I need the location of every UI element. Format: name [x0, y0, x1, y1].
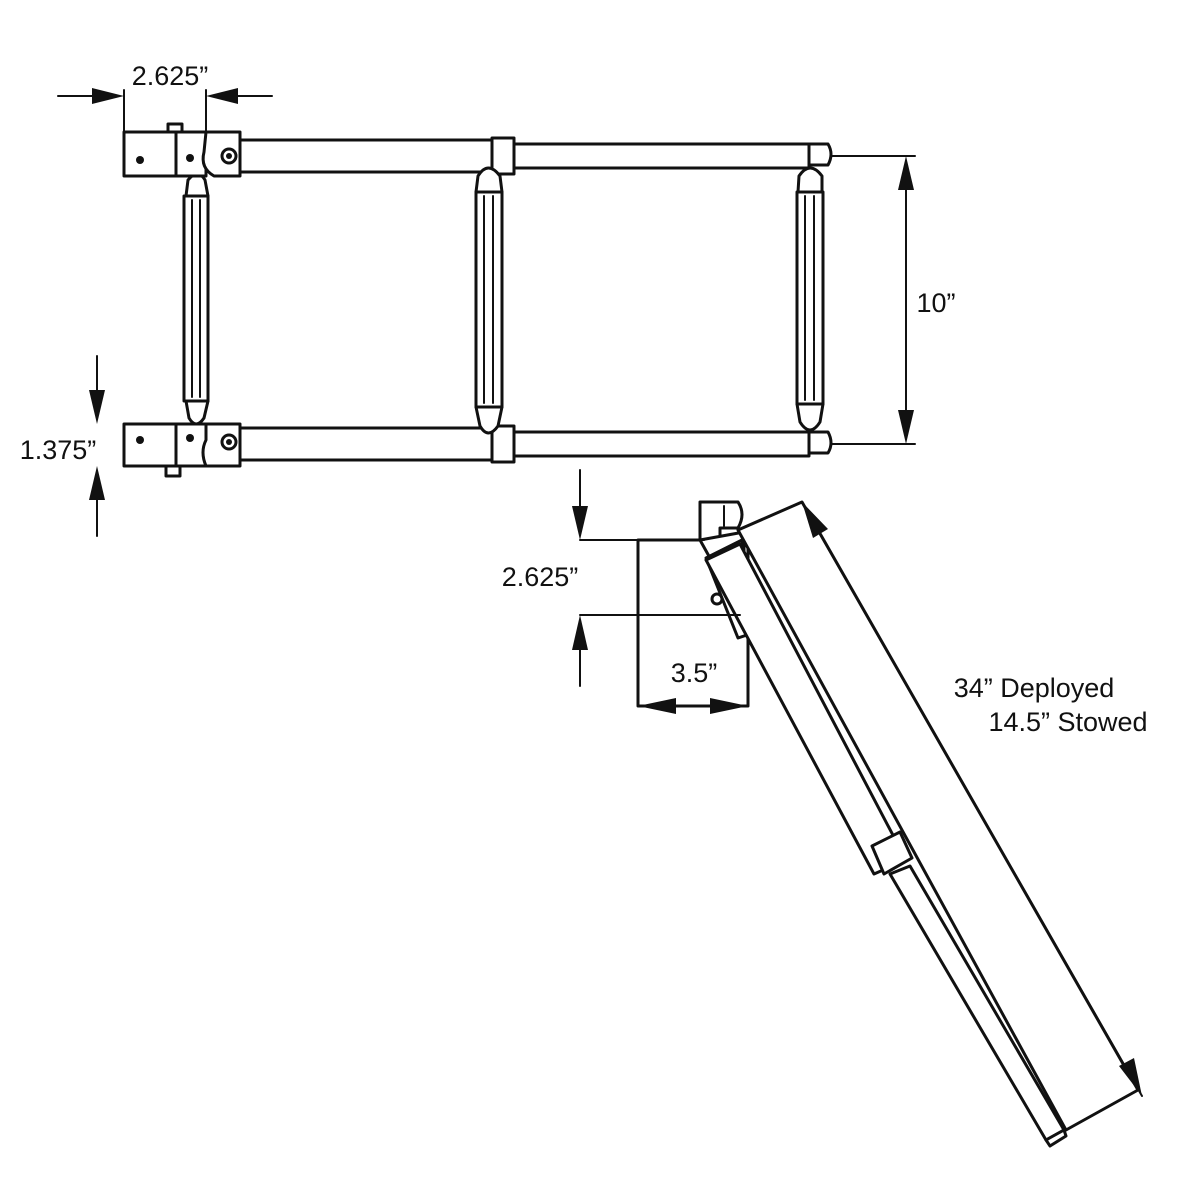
height-10-dimension	[831, 155, 916, 445]
side-depth-dimension	[637, 698, 749, 714]
top-rail	[238, 136, 833, 176]
side-mount-bracket	[636, 500, 750, 708]
top-width-dimension	[57, 88, 273, 133]
length-deployed-label: 34” Deployed	[954, 673, 1115, 703]
ladder-upper-section	[704, 500, 1140, 1132]
bottom-mount-bracket	[122, 422, 242, 478]
ladder-telescoping-tube	[704, 542, 1068, 1148]
side-depth-label: 3.5”	[671, 658, 718, 688]
height-10-label: 10”	[916, 288, 955, 318]
bottom-rail	[238, 424, 833, 464]
bracket-height-label: 1.375”	[20, 435, 97, 465]
rung-middle	[474, 166, 504, 435]
side-height-dimension	[572, 469, 741, 687]
side-height-label: 2.625”	[502, 562, 579, 592]
length-dimension	[801, 501, 1143, 1097]
ladder-top-view: 2.625” 10” 1.375”	[20, 61, 956, 537]
ladder-side-view: 2.625” 3.5” 34” Deployed 14.5” Stowed	[502, 469, 1148, 1148]
top-mount-bracket	[122, 122, 242, 178]
rung-left	[182, 172, 210, 426]
length-stowed-label: 14.5” Stowed	[988, 707, 1147, 737]
rung-right	[795, 166, 825, 432]
top-width-label: 2.625”	[132, 61, 209, 91]
bracket-height-dimension	[89, 355, 105, 537]
